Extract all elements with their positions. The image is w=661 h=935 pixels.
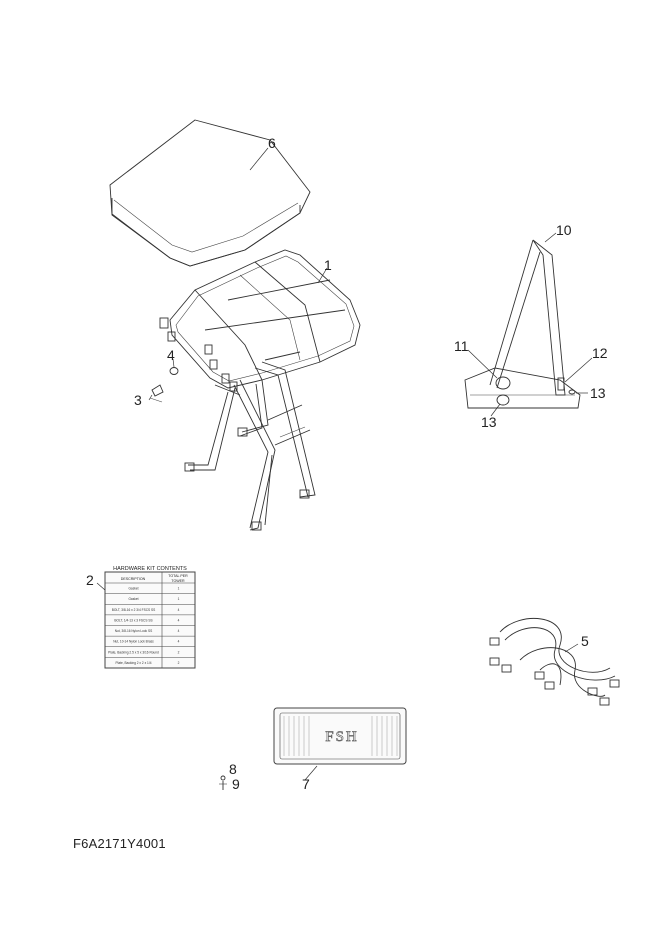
callout-13-right: 13 [590,385,606,401]
callout-4: 4 [167,347,175,363]
kit-row-description: BOLT, 3/8-16 x 2 3/4 FSCS SS [112,608,156,612]
hardware-parts-3-4 [149,367,179,403]
callout-12: 12 [592,345,608,361]
kit-row-description: Nut, 3/8-16 Nylon Lock SS [115,629,153,633]
side-view-parts-10-13 [464,239,581,409]
kit-row-description: Gasket [128,587,138,591]
callout-8: 8 [229,761,237,777]
deck-mat-part-7: FSH [273,707,407,765]
kit-row-description: Plate, Backing 2.5 x 5 x 3/16 Round [108,650,159,654]
canopy-panel-part-6 [109,119,311,267]
kit-row-description: Plate, Backing 2 x 2 x 1/4 [116,661,152,665]
kit-row-quantity: 2 [178,661,180,665]
kit-row-quantity: 1 [178,597,180,601]
mat-logo-text: FSH [325,729,359,745]
callout-numbers: 6 1 4 3 10 11 12 13 13 2 5 7 8 9 [86,135,608,792]
kit-col-total-line1: TOTAL PER [168,574,188,578]
kit-row-quantity: 4 [178,629,180,633]
callout-1: 1 [324,257,332,273]
callout-2: 2 [86,572,94,588]
kit-row-description: BOLT, 1/4-13 x 3 FSCS SS [114,618,152,622]
callout-7: 7 [302,776,310,792]
fasteners-parts-8-9 [219,775,227,790]
callout-11: 11 [454,338,469,354]
kit-row-description: Gasket [128,597,138,601]
callout-10: 10 [556,222,572,238]
kit-col-description: DESCRIPTION [121,577,146,581]
callout-3: 3 [134,392,142,408]
kit-col-total-line2: TOWER [171,579,185,583]
kit-row-quantity: 4 [178,640,180,644]
kit-title: HARDWARE KIT CONTENTS [113,566,187,572]
kit-row-description: Nut, 10-14 Nylon Lock Brass [113,640,154,644]
part-code: F6A2171Y4001 [73,836,166,851]
kit-row-quantity: 1 [178,587,180,591]
kit-row-quantity: 4 [178,608,180,612]
callout-5: 5 [581,633,589,649]
tower-frame-part-1 [159,249,361,531]
callout-9: 9 [232,776,240,792]
kit-row-quantity: 2 [178,650,180,654]
kit-row-quantity: 4 [178,618,180,622]
callout-13-bottom: 13 [481,414,497,430]
callout-6: 6 [268,135,276,151]
leader-lines [96,147,593,781]
wiring-harness-part-5 [489,618,620,706]
